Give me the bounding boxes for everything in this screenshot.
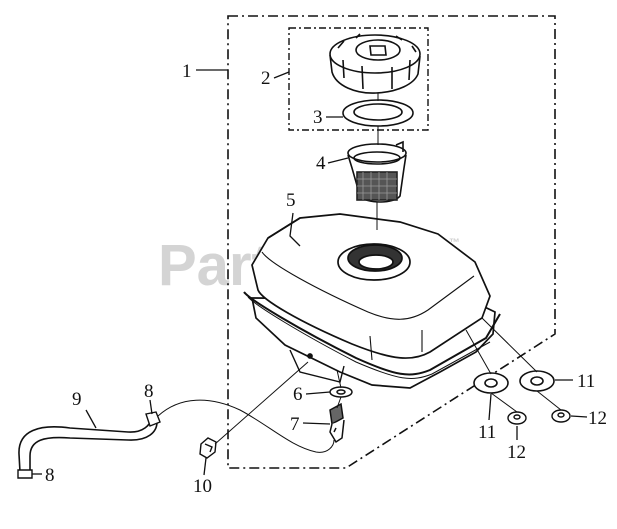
mounting-washer-right [519, 370, 555, 392]
callout-5: 5 [286, 190, 296, 211]
fuel-line-clip-lower [17, 469, 33, 479]
callout-10: 10 [193, 476, 212, 497]
assembly-boundary [227, 15, 556, 469]
fuel-line-clip-upper [145, 411, 161, 427]
callout-12-right: 12 [588, 408, 607, 429]
callout-3: 3 [313, 107, 323, 128]
fuel-cap [329, 33, 421, 94]
callout-11-lower: 11 [478, 422, 496, 443]
cap-subassembly-boundary [288, 27, 429, 131]
mounting-nut-left [507, 411, 527, 425]
tank-mounting-bolt [199, 437, 217, 459]
fuel-valve [329, 402, 345, 444]
callouts: 1 2 3 4 5 6 7 8 8 9 10 11 11 12 12 [45, 61, 607, 497]
watermark-trademark: ™ [449, 237, 460, 249]
fuel-line [18, 419, 158, 473]
assembly-paths [157, 93, 562, 453]
cap-gasket [342, 99, 414, 127]
callout-1: 1 [182, 61, 192, 82]
mounting-washer-left [473, 372, 509, 394]
callout-2: 2 [261, 68, 271, 89]
callout-8-upper: 8 [144, 381, 154, 402]
callout-8-lower: 8 [45, 465, 55, 486]
mounting-nut-right [551, 409, 571, 423]
leader-lines [32, 69, 588, 476]
callout-9: 9 [72, 389, 82, 410]
fuel-tank [243, 213, 501, 389]
callout-11-right: 11 [577, 371, 595, 392]
callout-12-lower: 12 [507, 442, 526, 463]
callout-4: 4 [316, 153, 326, 174]
callout-7: 7 [290, 414, 300, 435]
fuel-strainer [347, 140, 407, 203]
callout-6: 6 [293, 384, 303, 405]
fuel-valve-washer [329, 386, 353, 398]
